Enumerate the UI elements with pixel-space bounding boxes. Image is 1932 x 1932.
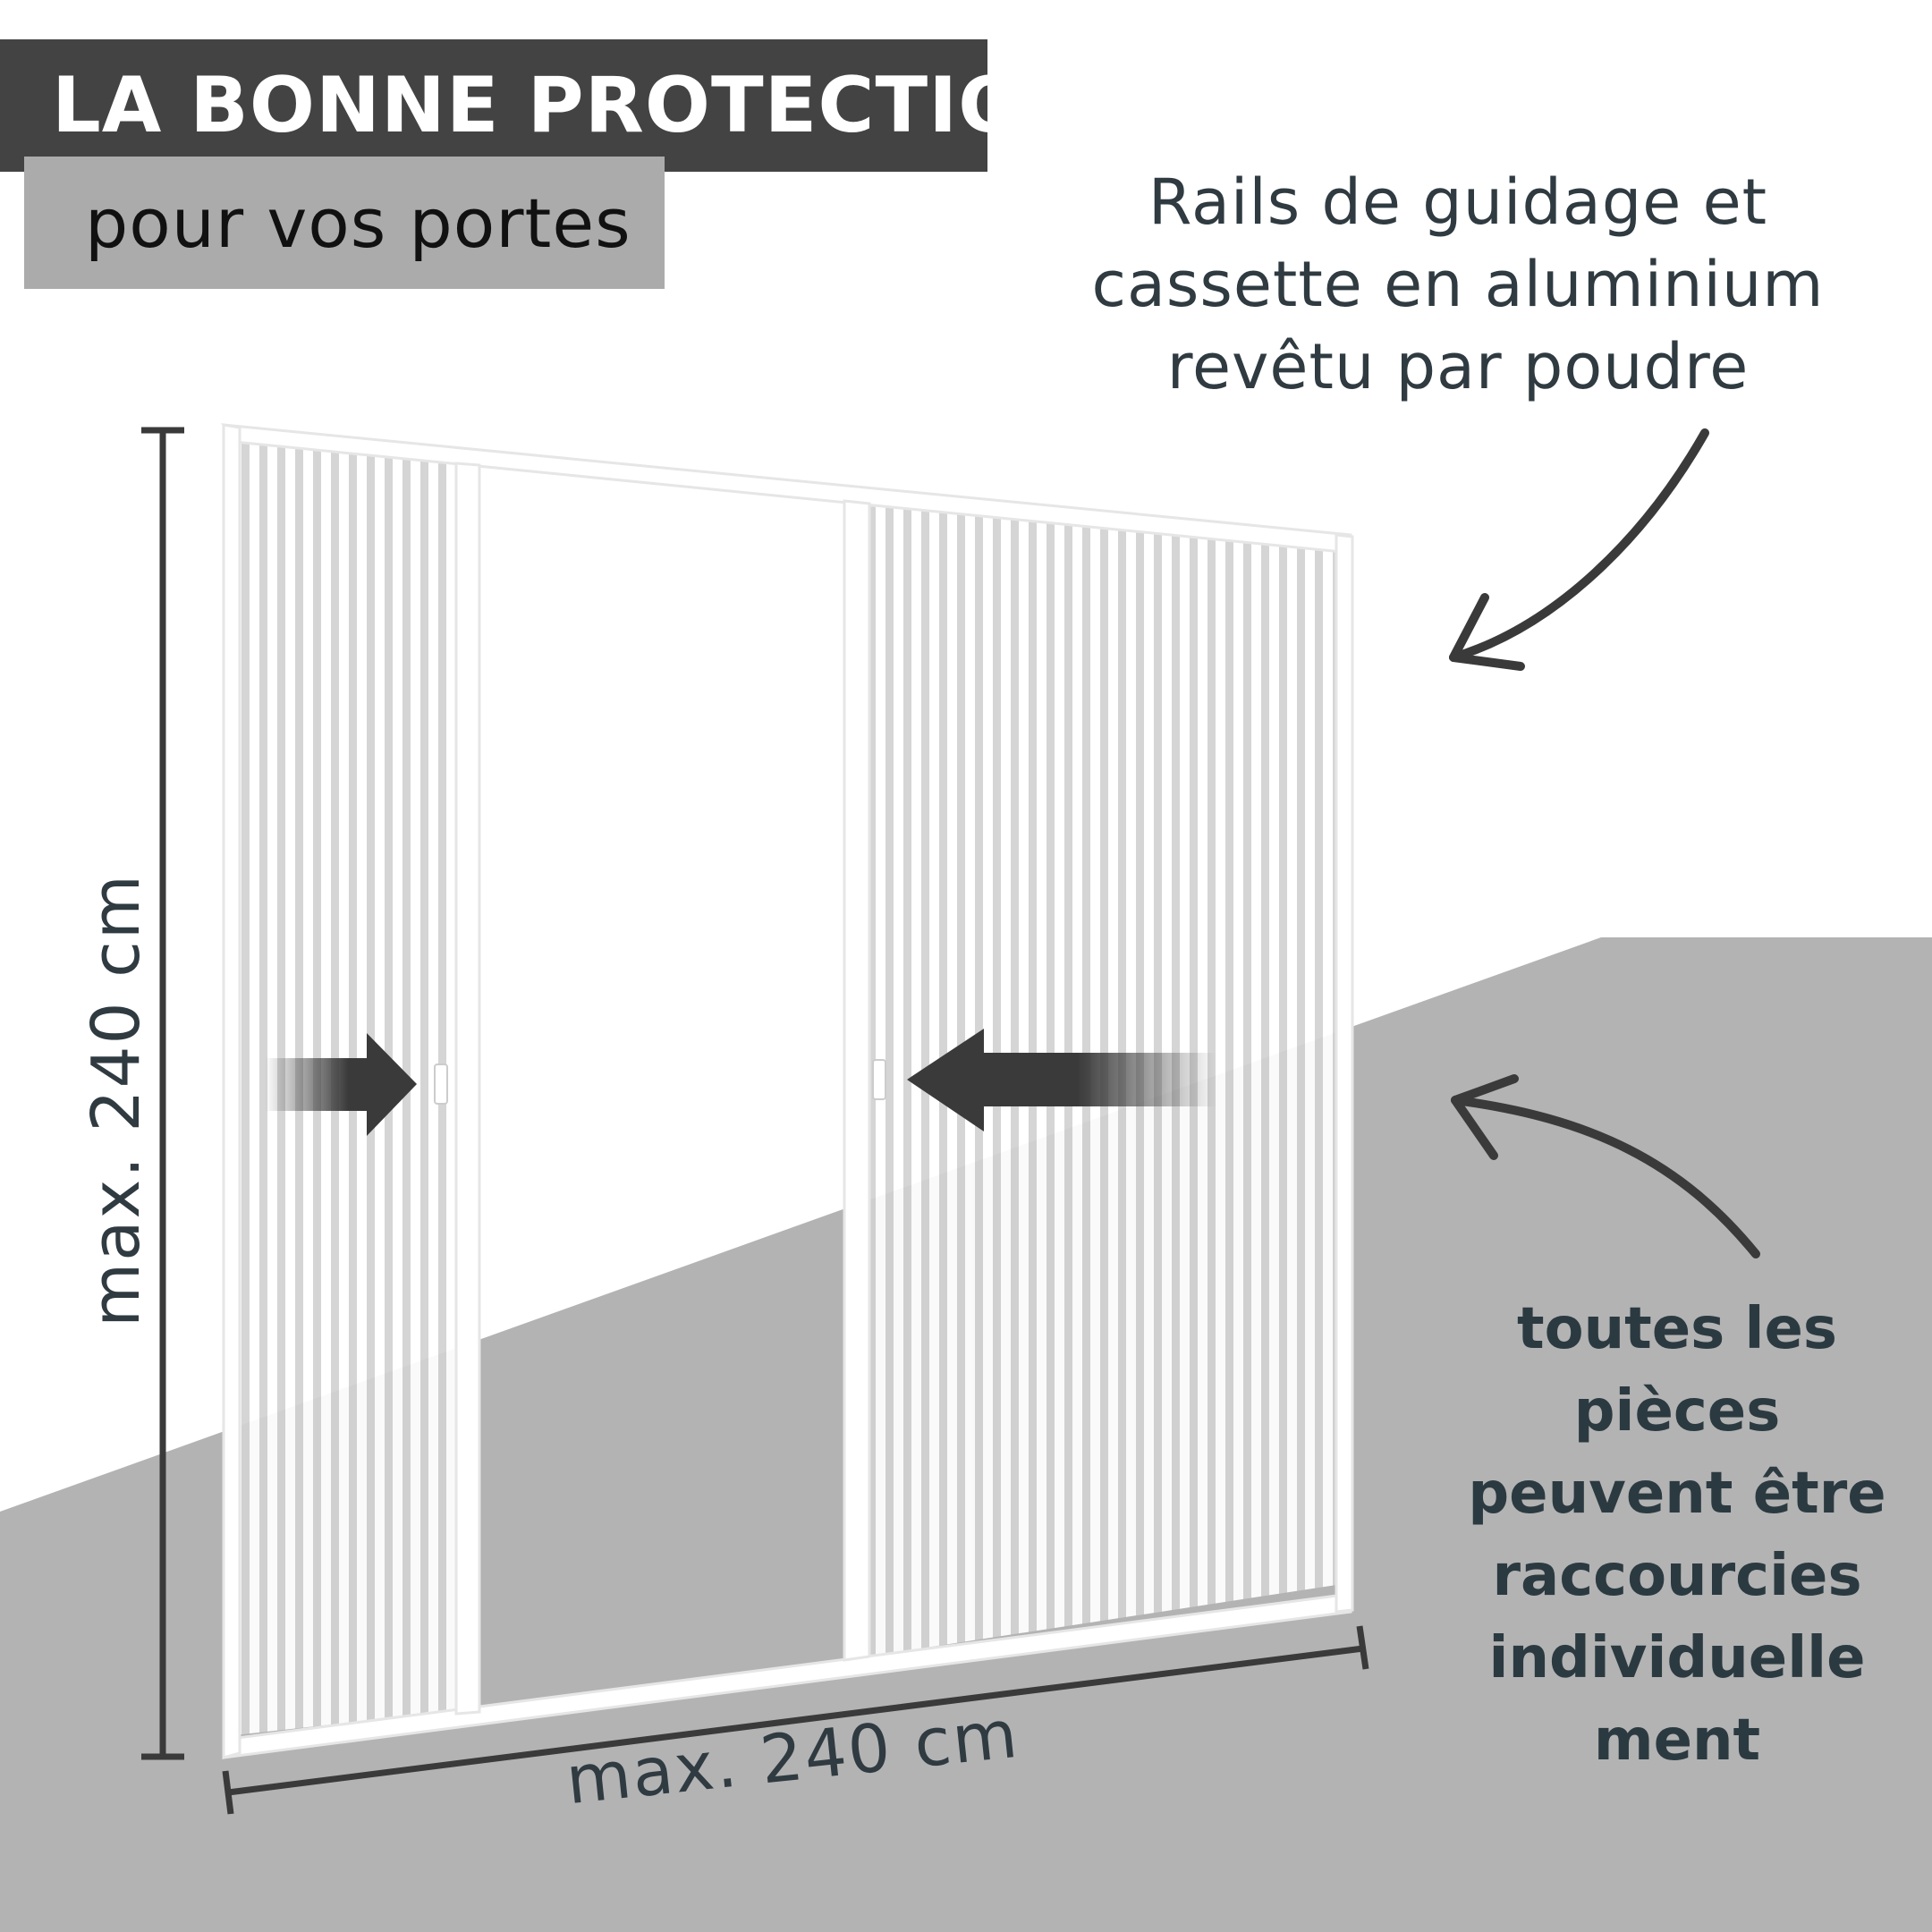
shortening-callout-line: toutes les — [1517, 1296, 1837, 1362]
right-handle — [872, 1059, 886, 1100]
close-direction-arrow-icon — [265, 1029, 1216, 1136]
shortening-callout-line: raccourcies — [1492, 1543, 1862, 1609]
left-arrow-shape — [265, 1033, 417, 1136]
subtitle-banner: pour vos portes — [24, 157, 665, 289]
aluminium-rails — [221, 423, 1354, 1759]
right-arrow-shape — [907, 1029, 1216, 1131]
left-rail — [222, 423, 242, 1759]
page-subtitle: pour vos portes — [85, 182, 631, 263]
shortening-callout-line: ment — [1593, 1707, 1761, 1774]
rails-callout: Rails de guidage et cassette en aluminiu… — [1011, 161, 1905, 408]
shortening-callout-arrow — [1451, 1096, 1760, 1258]
rails-callout-arrow — [1449, 428, 1709, 662]
callout-arrow-icon — [1449, 428, 1760, 1258]
right-rail — [1335, 533, 1354, 1614]
shortening-callout-line: pièces — [1573, 1378, 1781, 1445]
left-panel-bar — [454, 462, 481, 1716]
width-dimension-line — [222, 1625, 1369, 1815]
page-title: LA BONNE PROTECTION — [52, 61, 1090, 150]
left-handle — [434, 1063, 448, 1105]
rails-callout-line: Rails de guidage et — [1148, 165, 1768, 239]
rails-callout-line: cassette en aluminium — [1091, 248, 1825, 321]
shortening-callout-line: individuelle — [1488, 1625, 1866, 1691]
title-banner: LA BONNE PROTECTION — [0, 39, 1089, 172]
height-dimension-line — [141, 427, 184, 1760]
shortening-callout: toutes les pièces peuvent être raccourci… — [1431, 1288, 1923, 1782]
shortening-callout-arrowhead — [1451, 1074, 1519, 1160]
shortening-callout-line: peuvent être — [1468, 1461, 1886, 1527]
height-dimension-text: max. 240 cm — [78, 873, 155, 1327]
rails-callout-arrowhead — [1449, 593, 1525, 671]
right-panel-bar — [843, 499, 871, 1662]
rails-callout-line: revêtu par poudre — [1166, 330, 1750, 403]
